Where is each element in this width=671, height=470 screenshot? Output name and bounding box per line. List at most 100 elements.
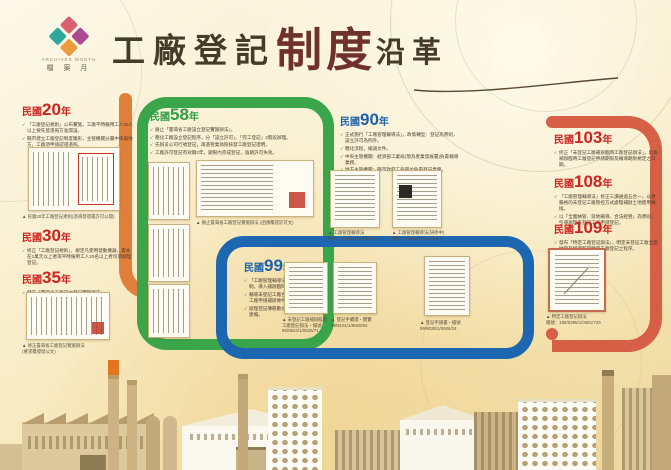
era-prefix: 民國: [244, 263, 264, 274]
bullet: 簡化工廠設立登記程序，分「設立許可」、「完工登記」2階段辦理。: [150, 135, 326, 141]
bullet: 先辦妥公司行號登記，再憑營業執照核發工廠登記證明。: [150, 142, 326, 148]
chimney-4: [602, 370, 614, 470]
document-1969-b: [148, 224, 190, 282]
era-2014: 民國103年 修正「未登記工廠補辦臨時工廠登記辦法」，延長補辦臨時工廠登記申請期…: [554, 128, 658, 170]
era-suffix: 年: [602, 179, 613, 190]
era-suffix: 年: [60, 275, 71, 286]
document-2001-b: [392, 170, 442, 228]
era-number: 99: [264, 256, 283, 275]
chimney-2: [127, 380, 137, 470]
title-part-2: 制度: [276, 23, 376, 77]
document-2010-b-caption: ▲ 登記手續證・簡覽 99/9101/1/9925/52: [331, 317, 372, 328]
bullet: 工廠許可登記有效期2年，期限內完成登記，逾期許可失效。: [150, 150, 326, 156]
era-number: 30: [42, 226, 61, 245]
title-part-1: 工廠登記: [112, 31, 276, 70]
era-suffix: 年: [378, 117, 389, 128]
era-1941: 民國30年 修正「工廠登記規則」，規定凡使用發動機器，資本在1萬元以上者或平時僱…: [22, 226, 134, 268]
era-2019-label: 民國108年: [554, 172, 658, 192]
era-number: 58: [170, 105, 189, 124]
document-1931-caption: ▲ 民國20年工廠登記規則(須憑發證書許可公開): [22, 214, 115, 219]
era-prefix: 民國: [554, 179, 574, 190]
document-2010-c-caption: ▲ 登記申請書・檔號 99/9028/1/0606/24: [420, 320, 461, 331]
document-1946-measures: [26, 292, 110, 340]
era-1941-label: 民國30年: [22, 226, 134, 246]
factory-skyline: [0, 355, 671, 470]
era-number: 35: [42, 268, 61, 287]
document-1969-caption: ▲ 廢止臺灣省工廠登記實施辦法 (函頒覆證許可文): [196, 220, 294, 225]
white-tower-1: [268, 387, 322, 470]
logo-text-zh: 檔 案 月: [46, 65, 92, 72]
bullet: 修正「工廠登記規則」，規定凡使用發動機器，資本在1萬元以上者或平時僱用工人20名…: [22, 248, 134, 267]
bullet: 修正「未登記工廠補辦臨時工廠登記辦法」，延長補辦臨時工廠登記申請期限及輔導期限規…: [554, 150, 658, 169]
era-2014-bullets: 修正「未登記工廠補辦臨時工廠登記辦法」，延長補辦臨時工廠登記申請期限及輔導期限規…: [554, 150, 658, 169]
document-2010-a-caption: ▲ 未登記工廠補辦臨時 工廠登記辦法・檔號 95/0624/1/0625/71: [282, 317, 328, 334]
logo-text-en: ARCHIVES MONTH: [41, 57, 97, 62]
document-2010-b: [333, 262, 377, 314]
shed-windows: [406, 429, 480, 435]
document-1969-c: [148, 284, 190, 338]
document-2020-special: [548, 248, 606, 312]
timeline-road-red-cap: [546, 328, 558, 340]
document-2001-a: [330, 170, 380, 228]
sawtooth-roof: [22, 411, 154, 429]
era-suffix: 年: [602, 135, 613, 146]
bullet: 「工廠登記規則」公布實施，工廠平時僱用工人30人以上要先發憑照方准開設。: [22, 122, 134, 134]
factory-door: [80, 455, 106, 470]
document-2001-a-caption: ▲ 工廠管理輔導法 檔號：90/0623/1/3976/27: [328, 230, 378, 241]
warehouse-windows: [190, 434, 312, 440]
era-1946-label: 民國35年: [22, 268, 134, 288]
pen-mark-icon: [563, 267, 589, 295]
document-1969-main: [196, 160, 314, 217]
era-1969-label: 民國58年: [150, 105, 326, 125]
chimney-3: [238, 374, 248, 470]
building-small-left: [0, 444, 24, 470]
era-2001-label: 民國90年: [340, 110, 462, 130]
era-2001-bullets: 正式施行「工廠管理輔導法」，政策轉型：登記為原則，設立許可為例外。 簡化流程，縮…: [340, 132, 462, 174]
tan-building-1: [335, 430, 407, 470]
timeline-road-red-cap: [546, 116, 558, 128]
bullet: 廢止「臺灣省工廠設立登記實施辦法」。: [150, 127, 326, 133]
document-2020-caption: ▲ 特定工廠登記辦法 檔號：109/0395/1/0381/729: [546, 314, 601, 325]
era-1931: 民國20年 「工廠登記規則」公布實施，工廠平時僱用工人30人以上要先發憑照方准開…: [22, 100, 134, 150]
title-part-3: 沿革: [376, 35, 449, 69]
document-1946-caption: ▲ 修正臺灣省工廠登記實施辦法 (要求覆證發公文): [22, 343, 85, 354]
era-prefix: 民國: [22, 233, 42, 244]
tan-tower: [622, 388, 656, 470]
edge-building: [652, 375, 671, 470]
tan-building-2: [474, 412, 522, 470]
document-1969-a: [148, 162, 190, 220]
era-number: 108: [574, 172, 603, 191]
bullet: 以「全面納管、就地輔導、合法經營」為原則，引導辦理未登記工廠申請登記。: [554, 214, 658, 226]
era-1931-label: 民國20年: [22, 100, 134, 120]
era-2014-label: 民國103年: [554, 128, 658, 148]
document-2001-b-caption: ▲ 工廠管理輔導法(研修中) 檔號：90/0623/1/3976/27: [392, 230, 445, 241]
era-number: 103: [574, 128, 603, 147]
silo-1: [146, 416, 160, 470]
era-number: 20: [42, 100, 61, 119]
bullet: 簡化流程，縮減文件。: [340, 146, 462, 152]
silo-2: [163, 416, 177, 470]
bullet: 「工廠管理輔導法」修正三讀通過五合一，以更嚴格的未登記工廠管控方式處理補辦土地使…: [554, 194, 658, 213]
era-1941-bullets: 修正「工廠登記規則」，規定凡使用發動機器，資本在1萬元以上者或平時僱用工人20名…: [22, 248, 134, 267]
document-2010-c: [424, 256, 470, 316]
era-1969: 民國58年 廢止「臺灣省工廠設立登記實施辦法」。 簡化工廠設立登記程序，分「設立…: [150, 105, 326, 158]
era-prefix: 民國: [340, 117, 360, 128]
era-suffix: 年: [60, 107, 71, 118]
archives-month-logo: ARCHIVES MONTH 檔 案 月: [30, 15, 108, 73]
era-2019-bullets: 「工廠管理輔導法」修正三讀通過五合一，以更嚴格的未登記工廠管控方式處理補辦土地使…: [554, 194, 658, 226]
chimney-orange: [108, 360, 119, 470]
document-2010-a: [284, 262, 328, 314]
document-1931-regulation: [28, 147, 120, 211]
era-prefix: 民國: [22, 275, 42, 286]
era-suffix: 年: [60, 233, 71, 244]
era-prefix: 民國: [554, 225, 574, 236]
era-suffix: 年: [602, 225, 613, 236]
bullet: 縣市建立工廠登記制度雛形，主管機關分屬中央與地方，工廠須申請認證憑照。: [22, 136, 134, 148]
era-2001: 民國90年 正式施行「工廠管理輔導法」，政策轉型：登記為原則，設立許可為例外。 …: [340, 110, 462, 175]
era-1969-bullets: 廢止「臺灣省工廠設立登記實施辦法」。 簡化工廠設立登記程序，分「設立許可」、「完…: [150, 127, 326, 156]
era-prefix: 民國: [554, 135, 574, 146]
bullet: 中央主管機關：經濟部工業局(現為產業發展署)負責輔導業務。: [340, 154, 462, 166]
page-title: 工廠登記制度沿革: [112, 14, 619, 93]
era-number: 90: [360, 110, 379, 129]
